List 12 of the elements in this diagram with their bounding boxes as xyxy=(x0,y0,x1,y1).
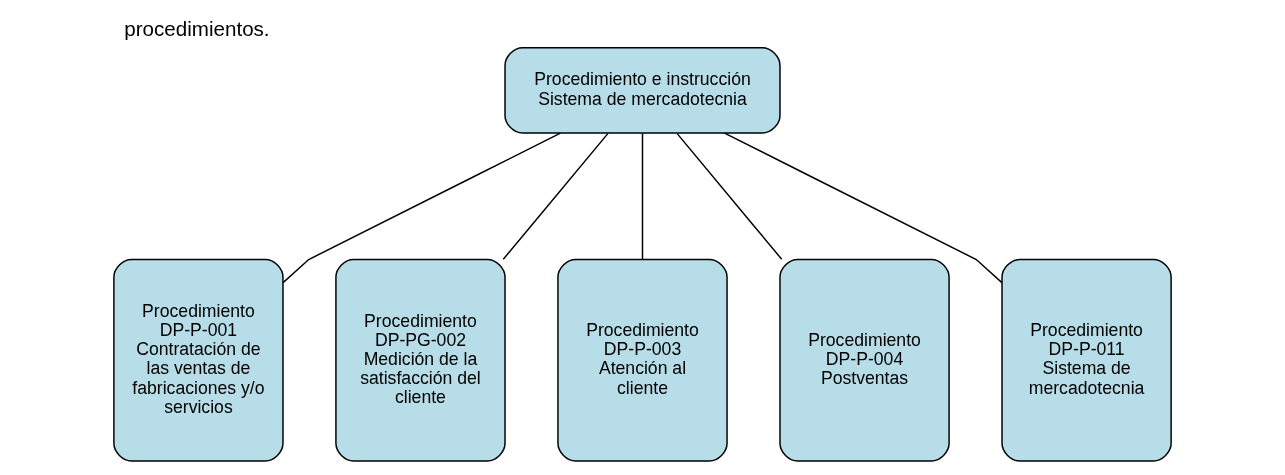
node-box: Procedimiento DP-P-003 Atención al cliente xyxy=(557,258,728,462)
connector xyxy=(282,132,562,284)
node-box: Procedimiento DP-PG-002 Medición de la satisfacción del cliente xyxy=(335,258,506,462)
connector xyxy=(676,132,783,260)
diagram-title: procedimientos. xyxy=(124,17,270,41)
connector xyxy=(502,132,609,260)
node-box: Procedimiento DP-P-001 Contratación de las ventas de fabricaciones y/o servicios xyxy=(113,258,284,462)
node-box: Procedimiento DP-P-004 Postventas xyxy=(779,258,950,462)
node-box: Procedimiento DP-P-011 Sistema de mercadotecnia xyxy=(1001,258,1172,462)
connector xyxy=(723,132,1003,284)
connector xyxy=(641,132,644,260)
node-box: Procedimiento e instrucción Sistema de mercadotecnia xyxy=(504,47,781,134)
